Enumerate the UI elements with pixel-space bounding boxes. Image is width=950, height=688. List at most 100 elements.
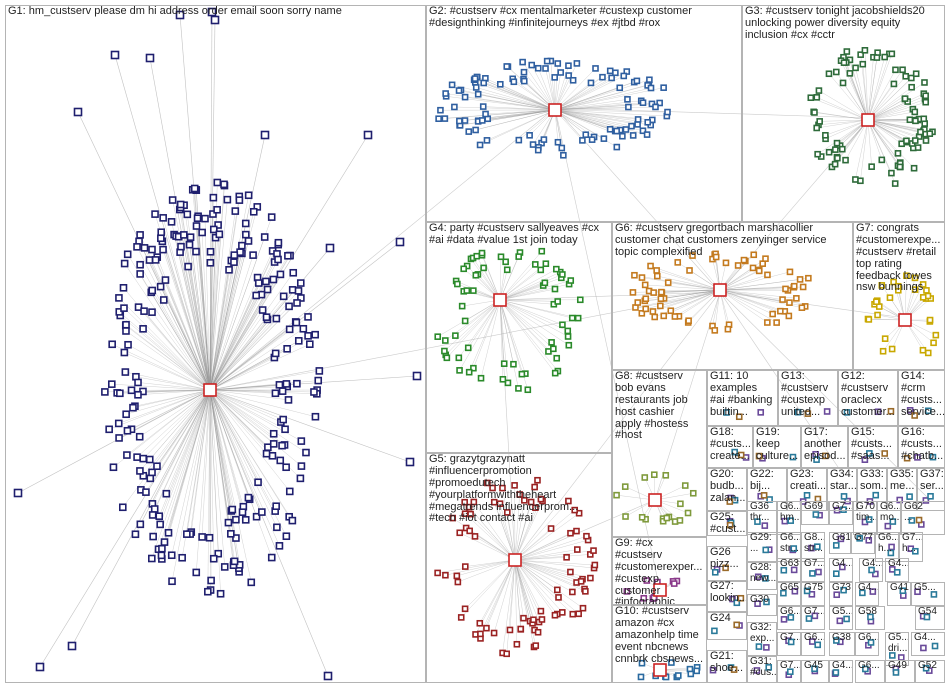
group-cell-g25: G25: #cust... bbox=[707, 511, 747, 536]
group-cell-g7d: G7... bbox=[801, 606, 825, 630]
group-cell-g10: G10: #custserv amazon #cx amazonhelp tim… bbox=[612, 605, 707, 683]
group-label-g21: G21: shoe... bbox=[710, 651, 743, 675]
group-cell-g6a: G6... bbox=[777, 606, 801, 630]
group-cell-g24: G24 bbox=[707, 612, 747, 640]
group-label-g7: G7: congrats #customerexpe... #custserv … bbox=[856, 223, 940, 294]
group-label-g45: G45 bbox=[804, 661, 823, 672]
group-cell-g6y: G6... mo... bbox=[877, 501, 901, 535]
group-label-g22: G22: bij... bbox=[750, 469, 774, 493]
group-cell-g4f: G4... bbox=[829, 660, 853, 683]
group-cell-g49: G49 bbox=[885, 660, 915, 683]
group-cell-g19: G19: keep culture... bbox=[753, 426, 801, 468]
group-label-g31: G31: #cus... bbox=[750, 657, 777, 679]
group-cell-g7: G7: congrats #customerexpe... #custserv … bbox=[853, 222, 945, 370]
group-cell-g58: G58 bbox=[855, 606, 885, 630]
group-cell-g70: G70 tim... bbox=[853, 501, 877, 535]
group-label-g30: G30 bbox=[750, 595, 769, 606]
group-label-g4d: G4... bbox=[858, 583, 879, 594]
group-label-g4c: G4... bbox=[888, 559, 909, 570]
group-cell-g7f: G7... bbox=[777, 660, 801, 683]
group-cell-g7e: G7... bbox=[777, 632, 801, 656]
group-cell-g13: G13: #custserv #custexp united... bbox=[778, 370, 838, 426]
group-label-g77: G77 bbox=[854, 533, 873, 544]
group-cell-g12: G12: #custserv oraclecx customer... bbox=[838, 370, 898, 426]
group-label-g32: G32: exp... bbox=[750, 623, 774, 645]
group-cell-g15: G15: #custs... #saas... bbox=[848, 426, 898, 468]
group-cell-g41: G41 bbox=[887, 582, 911, 606]
group-cell-g27: G27: lookin... bbox=[707, 580, 747, 612]
group-cell-g6c: G6... bbox=[855, 632, 879, 656]
group-label-g6c: G6... bbox=[858, 633, 879, 644]
group-cell-g4b: G4... bbox=[859, 558, 883, 582]
group-label-g1: G1: hm_custserv please dm hi address ord… bbox=[8, 6, 342, 18]
group-cell-g4d: G4... bbox=[855, 582, 879, 606]
group-label-g7d: G7... bbox=[804, 607, 825, 618]
group-cell-g5: G5: grazytgrazynatt #influencerpromotion… bbox=[426, 453, 612, 683]
group-label-g7e: G7... bbox=[780, 633, 801, 644]
group-label-g13: G13: #custserv #custexp united... bbox=[781, 371, 828, 419]
group-label-g5b: G5... bbox=[832, 607, 853, 618]
group-label-g6x: G6... hm... bbox=[780, 502, 801, 524]
group-cell-g6x: G6... hm... bbox=[777, 501, 801, 535]
group-label-g6a: G6... bbox=[780, 607, 801, 618]
group-label-g7c: G7... bbox=[804, 559, 825, 570]
group-label-g75: G75 bbox=[804, 583, 823, 594]
group-label-g37: G37: ser... bbox=[920, 469, 944, 493]
group-label-g8x: G8... str... bbox=[804, 533, 825, 555]
group-cell-g14: G14: #crm #custs... service... bbox=[898, 370, 945, 426]
group-label-g69: G69 bbox=[804, 502, 823, 513]
group-label-g4: G4: party #custserv sallyeaves #cx #ai #… bbox=[429, 223, 599, 247]
group-cell-g63: G63 bbox=[777, 558, 801, 582]
group-label-g7a: G7... bbox=[832, 502, 853, 513]
group-label-g33: G33: som... bbox=[860, 469, 887, 493]
group-cell-g3: G3: #custserv tonight jacobshields20 unl… bbox=[742, 5, 945, 222]
group-cell-g36: G36 thr... bbox=[747, 501, 777, 535]
group-label-g34: G34: star... bbox=[830, 469, 857, 493]
group-cell-g45: G45 bbox=[801, 660, 829, 683]
group-label-g73: G73 bbox=[832, 583, 851, 594]
group-cell-g5b: G5... bbox=[829, 606, 853, 630]
group-label-g41: G41 bbox=[890, 583, 909, 594]
group-cell-g6d: G6... bbox=[855, 660, 885, 683]
group-cell-g6b: G6... bbox=[801, 632, 825, 656]
group-label-g12: G12: #custserv oraclecx customer... bbox=[841, 371, 895, 419]
group-cell-g26: G26 pizz... bbox=[707, 546, 747, 582]
group-label-g2: G2: #custserv #cx mentalmarketer #custex… bbox=[429, 6, 692, 30]
group-cell-g54: G54 bbox=[915, 606, 945, 630]
group-label-g20: G20: budb... zalan... bbox=[710, 469, 745, 505]
group-label-g17: G17: another episod... bbox=[804, 427, 846, 463]
group-label-g81: G81 bbox=[832, 533, 851, 544]
group-cell-g6: G6: #custserv gregortbach marshacollier … bbox=[612, 222, 853, 370]
group-label-g70: G70 tim... bbox=[856, 502, 877, 524]
group-label-g58: G58 bbox=[858, 607, 877, 618]
group-cell-g30: G30 bbox=[747, 594, 777, 616]
group-cell-g2: G2: #custserv #cx mentalmarketer #custex… bbox=[426, 5, 742, 222]
group-label-g3: G3: #custserv tonight jacobshields20 unl… bbox=[745, 6, 925, 42]
group-cell-g21: G21: shoe... bbox=[707, 650, 747, 683]
group-cell-g29: G29: ... bbox=[747, 532, 777, 562]
group-label-g65: G65 bbox=[780, 583, 799, 594]
group-label-g6b: G6... bbox=[804, 633, 825, 644]
group-cell-g73: G73 bbox=[829, 582, 853, 606]
group-label-g6: G6: #custserv gregortbach marshacollier … bbox=[615, 223, 827, 259]
group-label-g4f: G4... bbox=[832, 661, 853, 672]
group-label-g19: G19: keep culture... bbox=[756, 427, 798, 463]
group-label-g36: G36 thr... bbox=[750, 502, 769, 524]
group-label-g10: G10: #custserv amazon #cx amazonhelp tim… bbox=[615, 606, 703, 665]
group-label-g52: G52 bbox=[918, 661, 937, 672]
group-label-g29: G29: ... bbox=[750, 533, 772, 555]
group-cell-g28: G28: new... bbox=[747, 562, 777, 590]
group-cell-g5a: G5... bbox=[911, 582, 945, 606]
group-cell-g81: G81 bbox=[829, 532, 851, 554]
group-label-g27: G27: lookin... bbox=[710, 581, 747, 605]
group-cell-g20: G20: budb... zalan... bbox=[707, 468, 747, 511]
group-label-g5a: G5... bbox=[914, 583, 936, 594]
group-label-g11: G11: 10 examples #ai #banking builtin... bbox=[710, 371, 772, 419]
group-label-g18: G18: #custs... create... bbox=[710, 427, 751, 463]
group-label-g9: G9: #cx #custserv #customerexper... #cus… bbox=[615, 538, 702, 605]
group-cell-g1: G1: hm_custserv please dm hi address ord… bbox=[5, 5, 426, 683]
group-cell-g11: G11: 10 examples #ai #banking builtin... bbox=[707, 370, 778, 426]
group-cell-g8: G8: #custserv bob evans restaurants job … bbox=[612, 370, 707, 537]
group-label-g49: G49 bbox=[888, 661, 907, 672]
group-label-g4b: G4... bbox=[862, 559, 883, 570]
